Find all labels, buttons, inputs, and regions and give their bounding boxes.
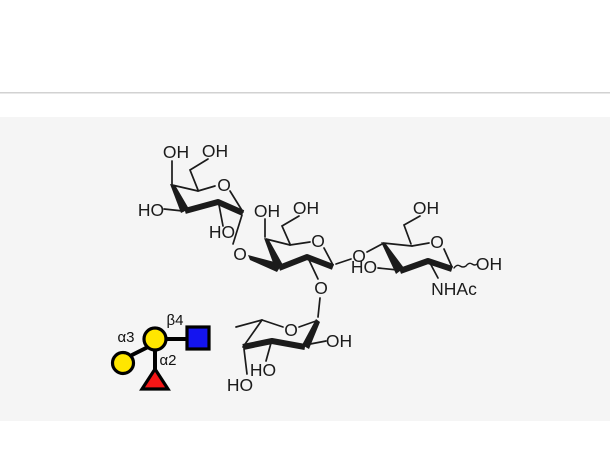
bond-c3-ho: [265, 342, 272, 362]
bond-o-c4: [366, 243, 383, 253]
bond-c5-o5: [261, 319, 284, 328]
bond-o5-c1: [229, 190, 244, 213]
label-ring-o-glcnac: O: [430, 232, 444, 252]
bond-c2-nhac: [429, 262, 439, 279]
label-glycosidic-o-a2: O: [314, 278, 328, 298]
ring-front-edge: [184, 199, 245, 216]
wedge-o-c3: [248, 255, 282, 272]
label-oh-c4-gal1: OH: [163, 142, 189, 162]
label-ho-c3-glcnac: HO: [351, 257, 377, 277]
wedge-c4-c3: [381, 242, 404, 274]
bond-c5-o5: [289, 241, 311, 246]
label-ring-o-fucose: O: [284, 320, 298, 340]
label-linkage-a2: α2: [159, 352, 176, 369]
snfg-diagram: α3 β4 α2: [110, 312, 211, 391]
bond-c5-o5: [197, 185, 216, 192]
bond-c4-c5: [265, 238, 291, 246]
glycosidic-linkage-a2: O: [314, 278, 328, 318]
bond-c1-glycosidic-o: [232, 214, 243, 245]
label-ho-c2-gal1: HO: [209, 222, 235, 242]
bond-ho-c3: [163, 208, 184, 212]
glycosidic-linkage-a3: O: [233, 244, 282, 272]
label-oh-anomeric: OH: [476, 254, 502, 274]
bond-c4-c5: [171, 184, 199, 192]
sugar-ring-fucose: O OH HO HO: [227, 319, 352, 395]
content-panel: [0, 117, 610, 421]
label-glycosidic-o-a3: O: [233, 244, 247, 264]
bond-c6-oh: [402, 215, 421, 245]
glcnac-square-icon: [185, 325, 211, 351]
label-linkage-a3: α3: [117, 329, 134, 346]
label-oh-c6-gal1: OH: [202, 141, 228, 161]
wavy-anomeric-bond: [453, 262, 478, 269]
galactose-circle-icon: [110, 350, 136, 376]
label-nhac: NHAc: [431, 279, 477, 299]
bond-c6-oh: [280, 215, 300, 245]
bond-c5-ch3: [235, 319, 263, 328]
bond-o5-c1: [298, 320, 317, 328]
label-oh-c6-gal2: OH: [293, 198, 319, 218]
snfg-link-a3: [129, 345, 149, 358]
label-ho-c3-gal1: HO: [138, 200, 164, 220]
label-ho-c3-fucose: HO: [250, 360, 276, 380]
bond-c4-c5: [382, 242, 413, 247]
sugar-ring-glcnac: OH O HO OH NHAc: [351, 198, 502, 299]
ring-front-edge: [242, 338, 306, 350]
label-ring-o-gal2: O: [311, 231, 325, 251]
bond-c1-glycosidic-o: [335, 258, 352, 265]
label-ring-o-gal1: O: [217, 175, 231, 195]
glycosidic-linkage-b4: O: [352, 243, 383, 266]
wedge-c4-c3: [170, 184, 189, 213]
horizontal-divider: [0, 92, 610, 94]
bond-c6-oh: [188, 158, 209, 191]
bond-c5-c4: [242, 319, 263, 348]
bond-c5-o5: [411, 242, 430, 247]
label-linkage-b4: β4: [167, 312, 184, 329]
bond-o5-c1: [323, 247, 334, 266]
bond-o-c1-fuc: [317, 297, 321, 318]
sugar-ring-galactose-terminal: OH OH O HO HO: [138, 141, 245, 245]
wedge-c4-c3: [264, 238, 283, 271]
label-glycosidic-o-b4: O: [352, 246, 366, 266]
bond-c2-ho: [218, 204, 224, 227]
label-ho-c4-fucose: HO: [227, 375, 253, 395]
bond-c2-glycosidic-o: [308, 259, 319, 280]
label-oh-c4-gal2: OH: [254, 201, 280, 221]
label-oh-c2-fucose: OH: [326, 331, 352, 351]
ring-front-edge: [277, 254, 335, 271]
bond-o5-c1: [443, 248, 453, 268]
wedge-c2-c1: [302, 319, 320, 349]
label-oh-c6-glcnac: OH: [413, 198, 439, 218]
sugar-ring-galactose-central: OH OH O: [254, 198, 352, 280]
fucose-triangle-icon: [139, 366, 171, 391]
bond-c4-ho: [243, 348, 248, 375]
ring-front-edge: [398, 258, 453, 274]
galactose-circle-icon: [142, 326, 168, 352]
